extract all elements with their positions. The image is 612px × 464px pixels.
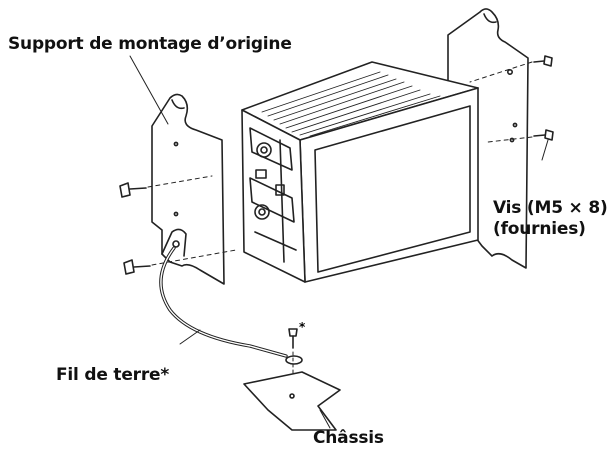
car-audio-unit [241,61,479,283]
vis-leader-line [541,139,549,161]
chassis-plate [243,371,341,431]
label-star: * [299,320,306,334]
label-vis-line2: (fournies) [493,219,586,239]
label-support: Support de montage d’origine [8,34,292,54]
support-leader-line [129,55,169,125]
ground-screw [288,328,298,395]
screw-left-lower [123,249,237,275]
label-chassis: Châssis [313,428,384,448]
screw-right-upper [469,55,553,83]
label-vis-line1: Vis (M5 × 8) [493,198,608,218]
screw-right-lower [487,129,554,143]
ground-wire [159,246,303,365]
label-vis: Vis (M5 × 8) (fournies) [493,198,608,240]
label-fil: Fil de terre* [56,365,170,385]
left-mounting-bracket [151,93,225,285]
screw-left-upper [119,175,213,198]
